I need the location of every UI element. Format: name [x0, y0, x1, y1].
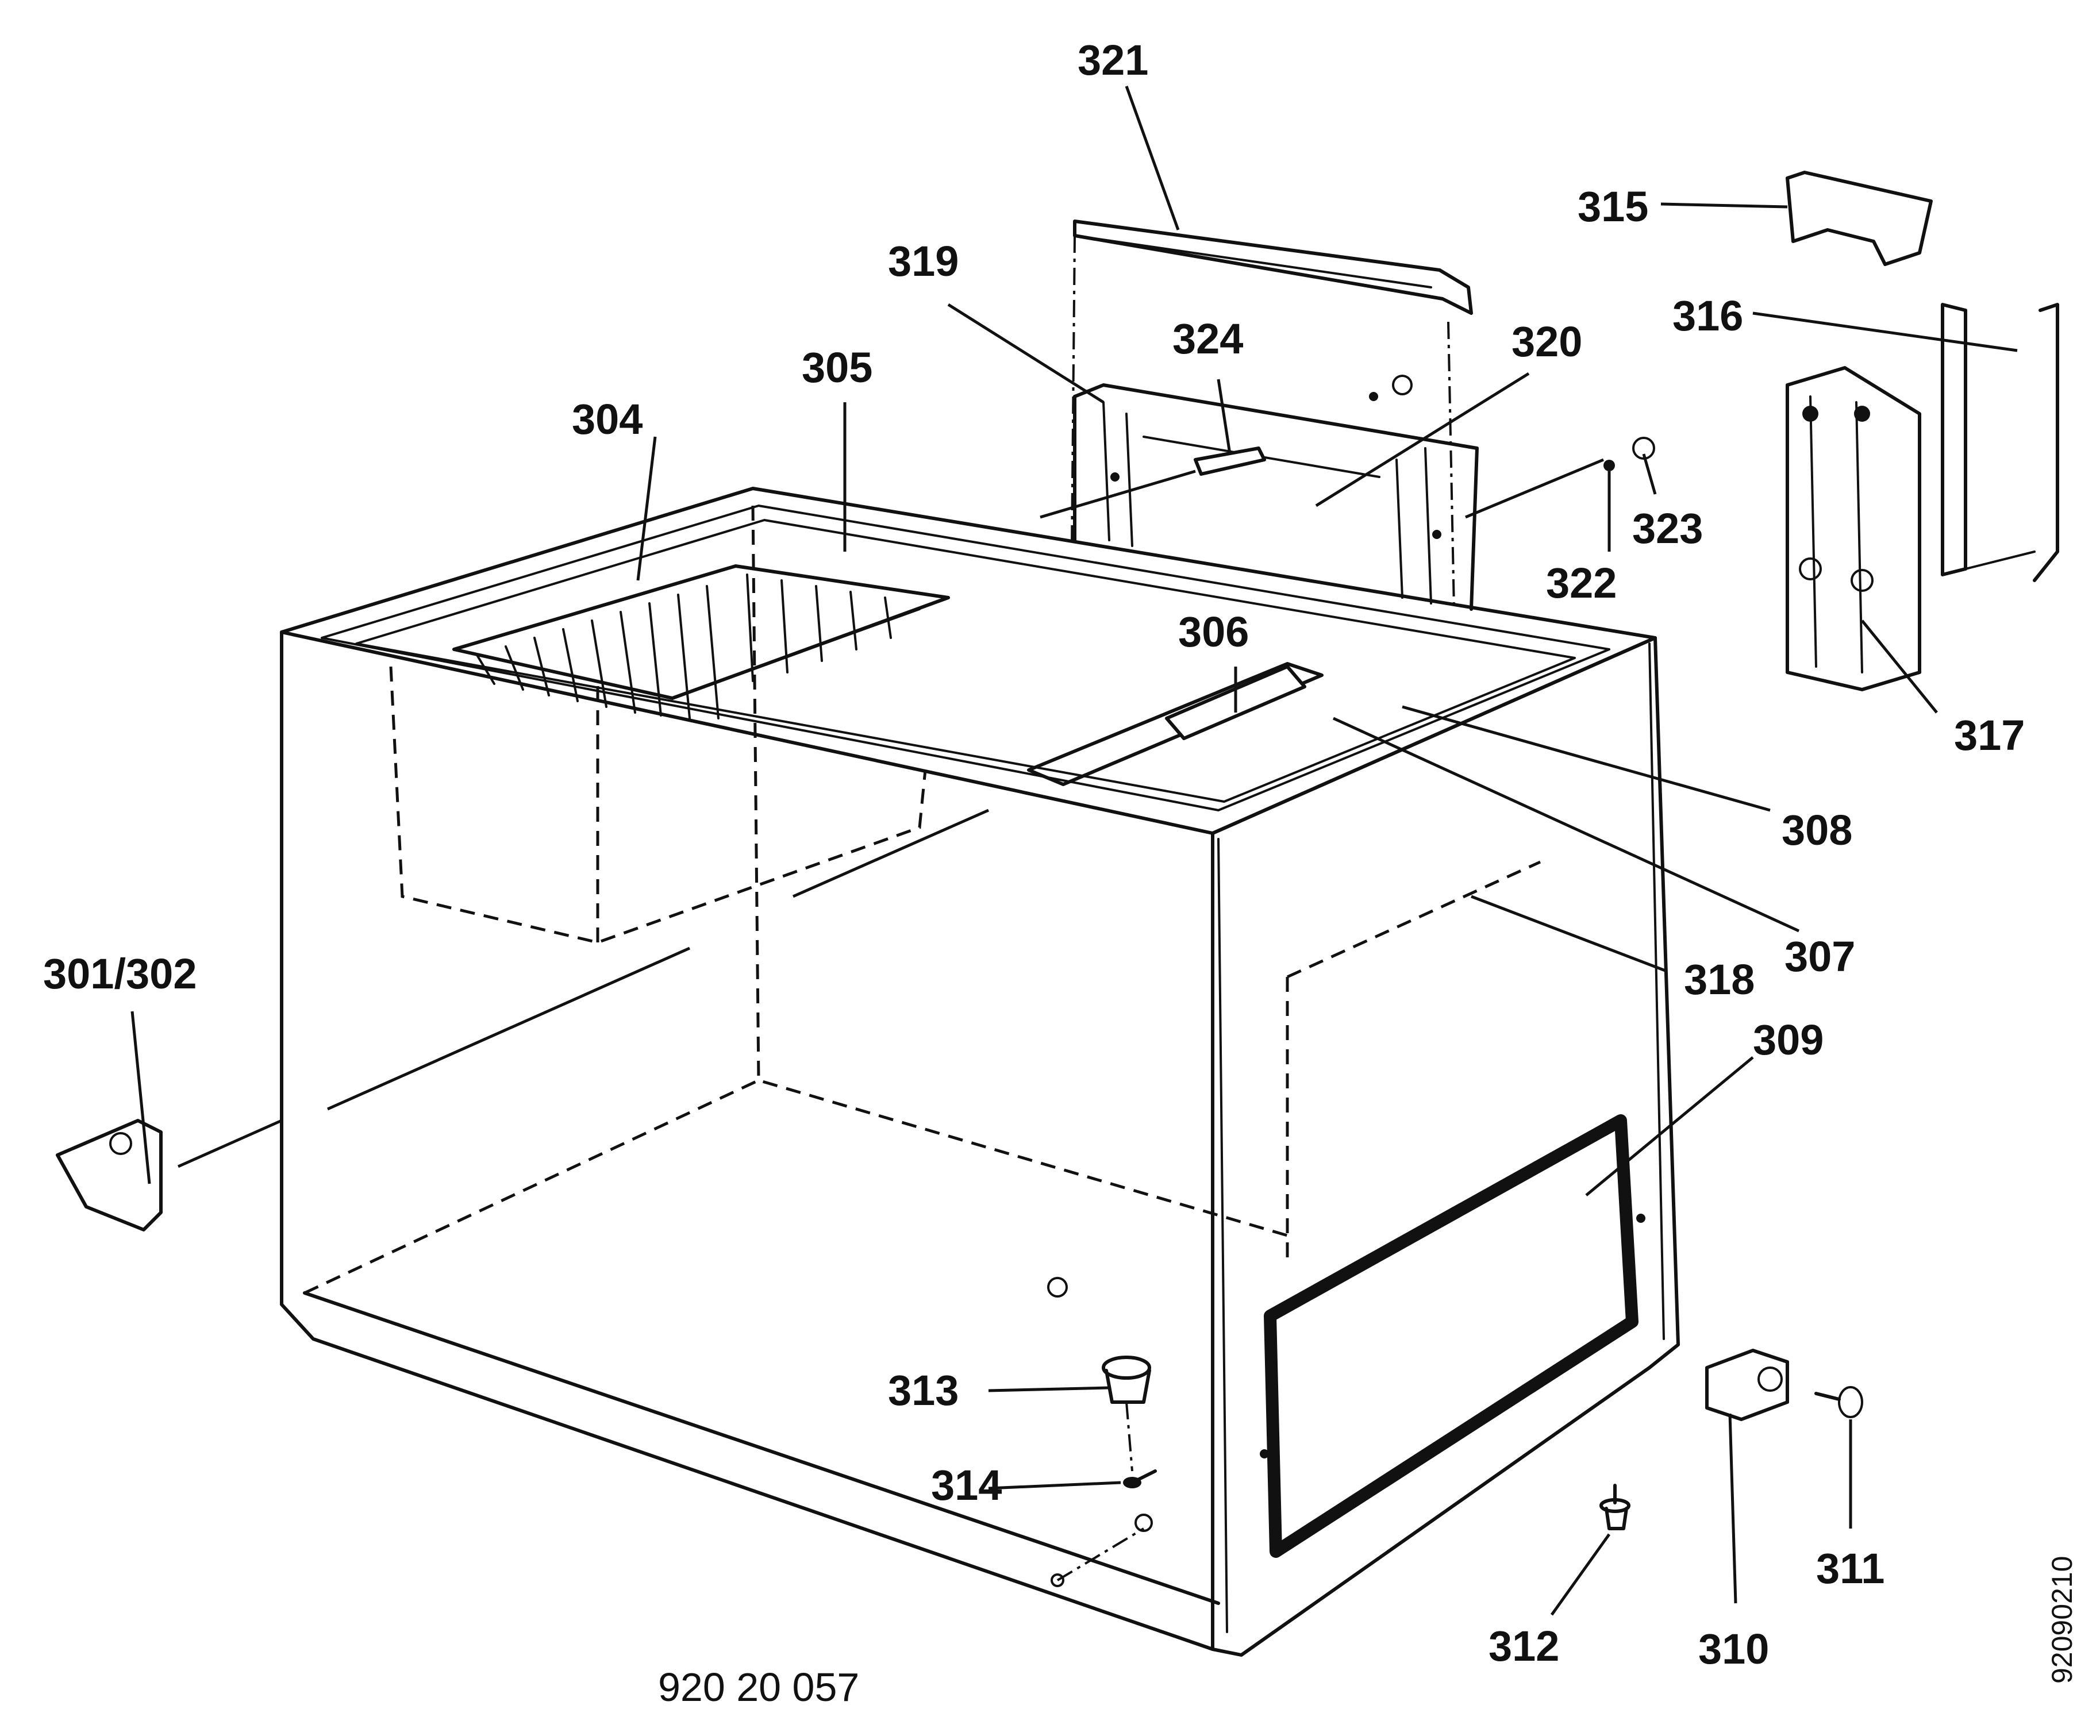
small-parts — [1056, 437, 1863, 1581]
hinge-301-302 — [56, 1119, 163, 1231]
label-310: 310 — [1698, 1625, 1769, 1673]
bracket-317 — [1786, 366, 1921, 691]
label-301-302: 301/302 — [43, 950, 197, 998]
top-cover — [1071, 220, 1473, 610]
label-307: 307 — [1784, 933, 1855, 980]
label-322: 322 — [1546, 559, 1617, 607]
label-306: 306 — [1178, 608, 1249, 656]
label-320: 320 — [1511, 318, 1582, 365]
label-308: 308 — [1782, 806, 1852, 854]
side-code: 92090210 — [2046, 1556, 2078, 1684]
wire-basket — [452, 564, 950, 719]
hinge-housing — [1073, 375, 1479, 611]
drawing-number: 920 20 057 — [658, 1665, 859, 1710]
channel-316 — [1941, 303, 2059, 582]
label-309: 309 — [1753, 1016, 1824, 1064]
label-324: 324 — [1172, 315, 1243, 363]
label-318: 318 — [1684, 956, 1755, 1003]
part-labels: 321 315 319 324 320 316 305 304 323 322 … — [43, 36, 2025, 1673]
service-panel — [1264, 1114, 1639, 1558]
label-319: 319 — [888, 237, 959, 285]
cabinet-body — [280, 487, 1680, 1657]
label-305: 305 — [802, 344, 872, 391]
label-312: 312 — [1489, 1622, 1559, 1670]
label-316: 316 — [1672, 292, 1743, 340]
clip-315 — [1786, 171, 1933, 266]
label-311: 311 — [1816, 1545, 1884, 1592]
label-321: 321 — [1078, 36, 1148, 84]
drain-bar — [1027, 662, 1324, 786]
label-304: 304 — [572, 395, 643, 443]
label-317: 317 — [1954, 711, 2025, 759]
label-314: 314 — [931, 1461, 1002, 1509]
label-323: 323 — [1632, 505, 1703, 552]
label-315: 315 — [1578, 183, 1648, 230]
leader-lines — [130, 86, 2018, 1616]
label-313: 313 — [888, 1367, 959, 1414]
